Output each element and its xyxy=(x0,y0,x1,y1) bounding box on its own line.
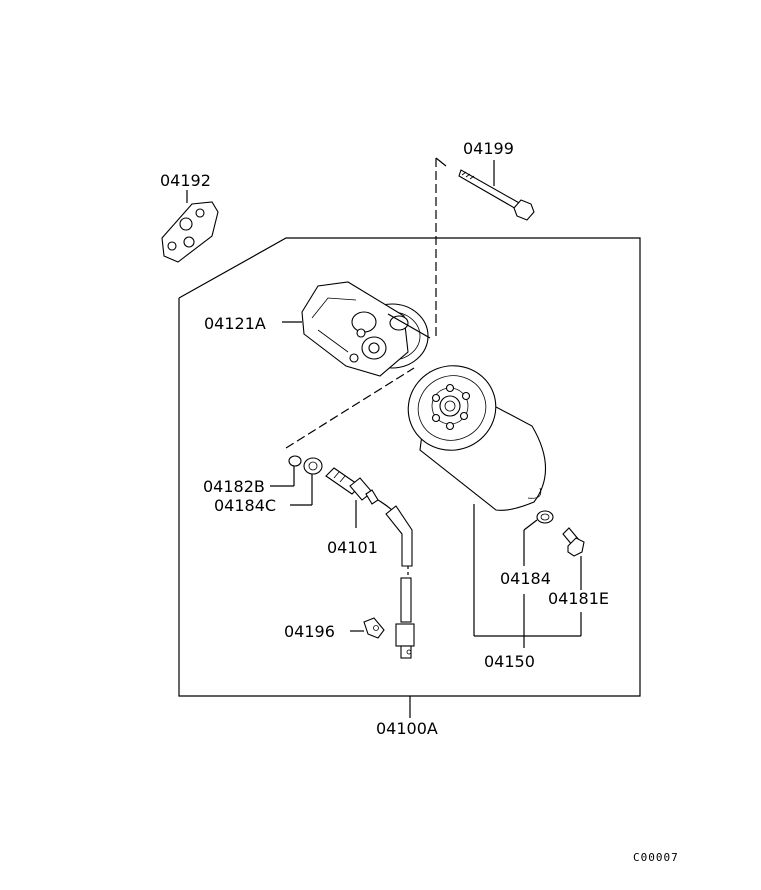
label-04121A: 04121A xyxy=(204,314,266,333)
seal-ring-04182B xyxy=(270,455,302,487)
label-04181E: 04181E xyxy=(548,589,609,608)
label-04100A: 04100A xyxy=(376,719,438,738)
bolt-04199 xyxy=(435,157,535,338)
assembly-frame xyxy=(178,237,641,697)
clamp-04196 xyxy=(350,617,385,639)
drain-plug-04181E xyxy=(562,527,585,636)
label-04192: 04192 xyxy=(160,171,211,190)
label-04184C: 04184C xyxy=(214,496,276,515)
page-code: C00007 xyxy=(633,851,679,864)
washer-04184C xyxy=(290,457,323,506)
label-04196: 04196 xyxy=(284,622,335,641)
label-04184: 04184 xyxy=(500,569,551,588)
gasket-04192 xyxy=(161,190,219,263)
filter-cartridge-04150 xyxy=(285,365,581,648)
label-04150: 04150 xyxy=(484,652,535,671)
filter-head-04121A xyxy=(282,281,431,377)
label-04182B: 04182B xyxy=(203,477,265,496)
sensor-04101 xyxy=(325,467,415,659)
o-ring-04184 xyxy=(523,510,554,566)
label-04199: 04199 xyxy=(463,139,514,158)
label-04101: 04101 xyxy=(327,538,378,557)
